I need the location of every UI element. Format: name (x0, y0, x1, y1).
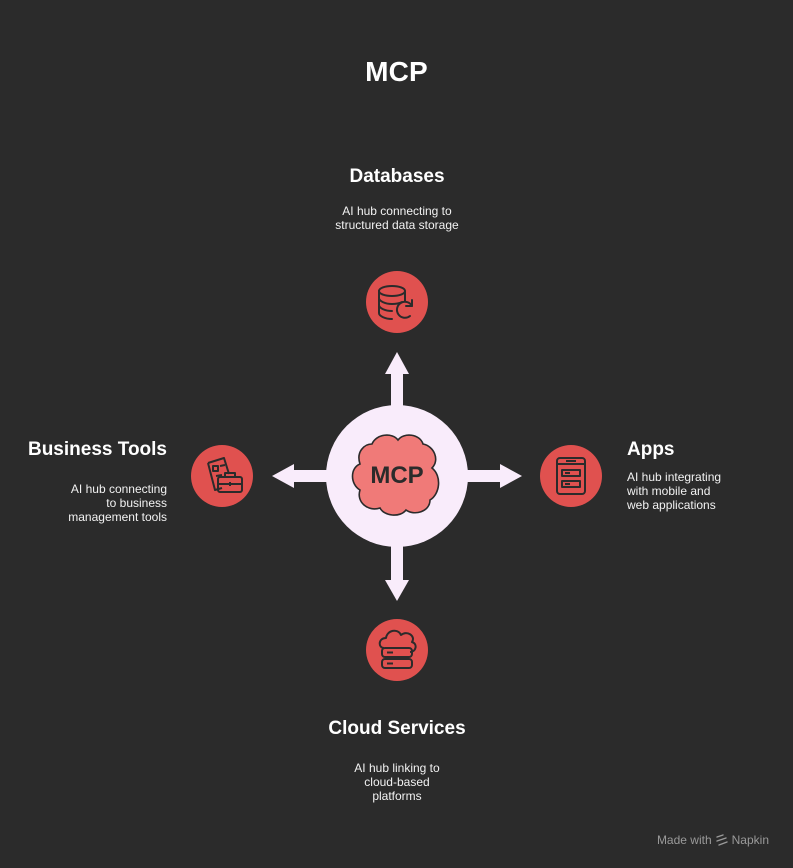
diagram-title: MCP (365, 56, 428, 87)
databases-heading: Databases (349, 166, 445, 187)
apps-desc-line: web applications (627, 498, 716, 512)
databases-desc-line: structured data storage (335, 218, 459, 232)
cloud-services-heading: Cloud Services (328, 718, 466, 739)
arrow-up (385, 352, 409, 412)
made-with-napkin-footer[interactable]: Made with Napkin (657, 833, 769, 847)
apps-desc-line: with mobile and (627, 484, 711, 498)
apps-heading: Apps (627, 439, 675, 460)
arrow-right (462, 464, 522, 488)
cloud-services-desc-line: platforms (372, 789, 422, 803)
cloud-server-icon (378, 629, 417, 669)
business-tools-heading: Business Tools (27, 439, 167, 460)
cloud-services-desc-line: cloud-based (364, 775, 430, 789)
business-tools-desc-line: management tools (68, 510, 167, 524)
hub (326, 405, 468, 547)
databases-description: AI hub connecting to structured data sto… (297, 204, 497, 232)
databases-node (366, 271, 428, 333)
briefcase-documents-icon (207, 457, 243, 493)
hub-label: MCP (370, 462, 424, 489)
cloud-services-desc-line: AI hub linking to (354, 761, 440, 775)
arrow-down (385, 540, 409, 601)
server-rack-icon (556, 457, 586, 495)
databases-desc-line: AI hub connecting to (342, 204, 452, 218)
napkin-logo-icon (715, 834, 728, 846)
business-tools-desc-line: AI hub connecting (70, 482, 167, 496)
business-tools-desc-line: to business (106, 496, 167, 510)
apps-description: AI hub integrating with mobile and web a… (627, 470, 721, 512)
database-sync-icon (378, 285, 413, 320)
hub-cloud (351, 434, 440, 516)
cloud-services-node (366, 619, 428, 681)
apps-desc-line: AI hub integrating (627, 470, 722, 484)
cloud-services-description: AI hub linking to cloud-based platforms (297, 761, 497, 803)
arrows (272, 352, 522, 601)
business-tools-description: AI hub connecting to business management… (0, 482, 167, 524)
footer-text: Made with (656, 833, 712, 847)
footer-brand: Napkin (731, 833, 769, 847)
arrow-left (272, 464, 332, 488)
